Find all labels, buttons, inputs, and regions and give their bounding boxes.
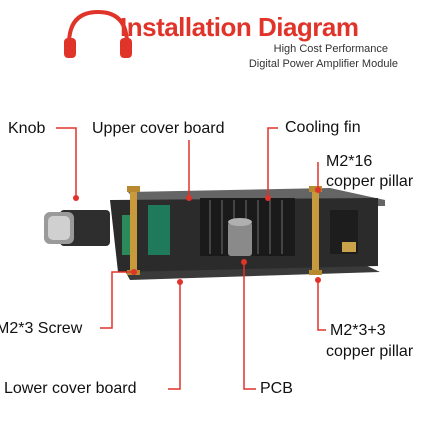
label-pcb: PCB [260, 380, 293, 397]
label-lower-cover-board: Lower cover board [4, 380, 137, 397]
subtitle-line-2: Digital Power Amplifier Module [248, 58, 398, 70]
label-upper-cover-board: Upper cover board [92, 120, 225, 137]
headphones-icon [64, 9, 132, 58]
label-m2-16: M2*16 [326, 153, 373, 170]
label-m2-3-3-copper-pillar: copper pillar [326, 343, 414, 360]
label-m2-16-copper-pillar: copper pillar [326, 173, 414, 190]
label-m2-3-3: M2*3+3 [330, 322, 386, 339]
diagram-title: Installation Diagram [120, 12, 359, 42]
subtitle-line-1: High Cost Performance [273, 43, 388, 55]
label-knob: Knob [8, 120, 46, 137]
label-m2-3-screw: M2*3 Screw [0, 320, 83, 337]
label-cooling-fin: Cooling fin [285, 119, 361, 136]
